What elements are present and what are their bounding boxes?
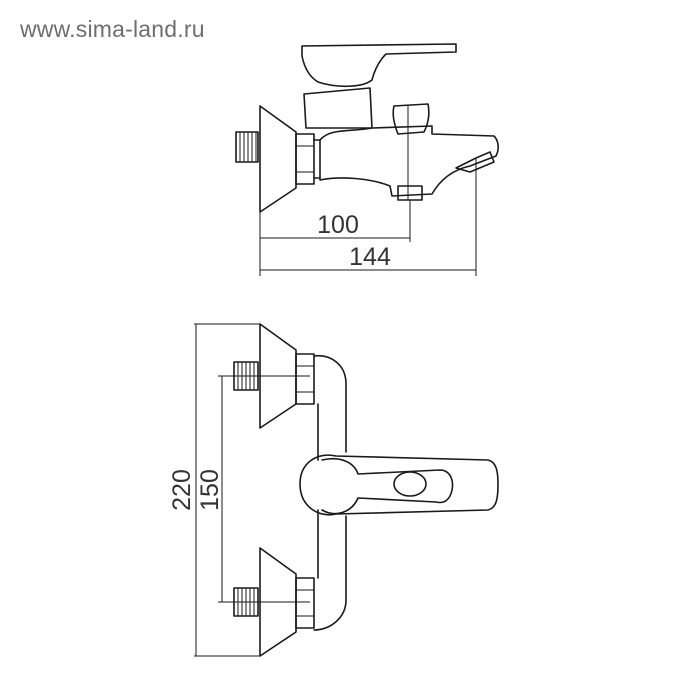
dim-100: 100 <box>259 200 411 276</box>
dim-150-label: 150 <box>196 469 224 511</box>
dim-144-label: 144 <box>349 243 391 271</box>
site-watermark: www.sima-land.ru <box>20 16 205 42</box>
side-threaded-inlet <box>235 131 259 163</box>
side-cartridge <box>303 87 373 129</box>
side-view: 100 144 <box>235 43 499 276</box>
front-lever-handle <box>299 454 499 516</box>
dim-144: 144 <box>260 243 476 271</box>
front-view: 220 150 <box>168 323 499 657</box>
side-diverter-knob <box>392 103 430 135</box>
side-outlet-stub <box>397 185 423 201</box>
side-mixer-body <box>319 125 499 197</box>
front-lower-flange <box>259 547 297 657</box>
side-wall-flange <box>259 105 297 213</box>
front-lower-nut <box>295 577 315 629</box>
side-lever-handle <box>301 43 457 88</box>
dim-100-label: 100 <box>317 211 359 239</box>
front-diverter-knob <box>393 471 427 497</box>
side-spout-tip <box>455 151 495 173</box>
dim-220: 220 <box>168 323 260 657</box>
front-body-column <box>313 355 347 631</box>
side-hex-nut <box>295 133 321 185</box>
dim-220-label: 220 <box>168 469 196 511</box>
front-upper-nut <box>295 353 315 405</box>
dim-150: 150 <box>196 375 310 603</box>
